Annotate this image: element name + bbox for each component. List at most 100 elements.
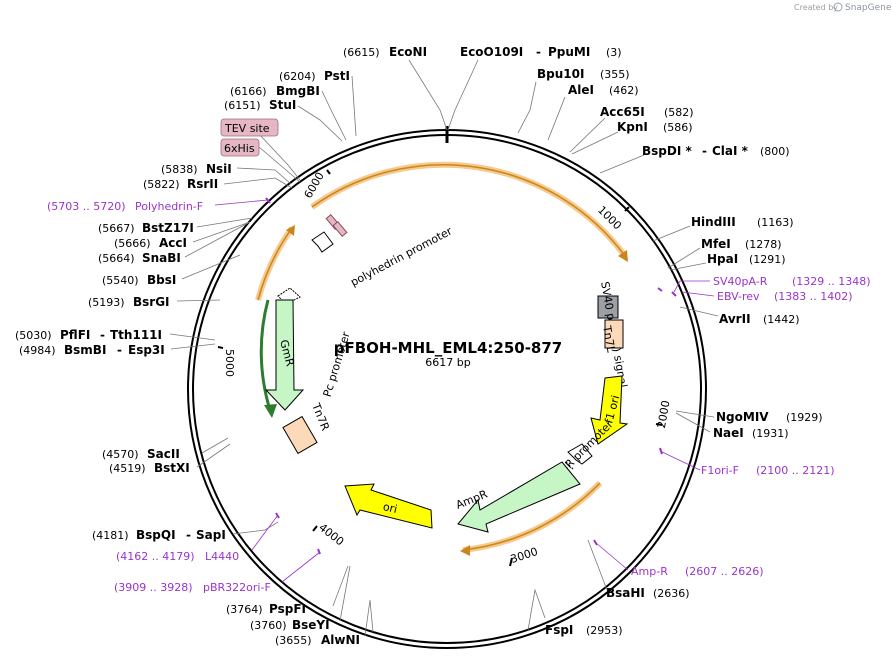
orf-arc-1-arrowhead: [618, 250, 628, 262]
site-sacii-pos: (4570): [102, 448, 139, 461]
site-bbsi-name: BbsI: [147, 273, 176, 287]
primer-polyhedrin-f-range: (5703 .. 5720): [47, 200, 126, 213]
site-hpai-pos: (1291): [749, 253, 786, 266]
ampr-marker-arrow: [457, 461, 581, 533]
connector-bstz17i: [196, 217, 253, 228]
site-bsrgi-name: BsrGI: [133, 295, 170, 309]
tick-mark-4000: [312, 525, 318, 532]
tick-mark-1000: [624, 206, 630, 212]
primer-mark-l4440: [275, 512, 280, 519]
site-bsmbi-pos: (4984): [19, 344, 56, 357]
connector-pbr322ori-f: [281, 551, 321, 583]
tag-labels: TEV site 6xHis: [220, 118, 279, 157]
connector-acc65i: [569, 117, 606, 153]
tn7r-box: [282, 415, 318, 455]
connector-bspqi: [232, 521, 279, 535]
tick-label-4000: 4000: [316, 521, 346, 548]
site-bspqi-sep: -: [186, 528, 191, 542]
connector-alei: [547, 96, 566, 141]
site-eco109-sep: -: [536, 45, 541, 59]
site-acci-name: AccI: [159, 236, 187, 250]
site-alei-name: AleI: [568, 83, 594, 97]
connector-hpai: [669, 262, 707, 271]
connector-eco109: [447, 59, 479, 131]
site-eco109-pos: (3): [606, 46, 622, 59]
tick-mark-5000: [217, 346, 224, 349]
connector-bspdi: [599, 154, 645, 174]
site-bstxi-pos: (4519): [109, 462, 146, 475]
site-hindiii-name: HindIII: [691, 215, 736, 229]
primer-l4440-name: L4440: [205, 550, 239, 563]
site-bbsi-pos: (5540): [102, 274, 139, 287]
connector-kpni: [571, 131, 619, 155]
his-tag-badge: [220, 138, 260, 157]
f1-ori-arrow: [590, 375, 629, 445]
feature-arcs: [255, 161, 628, 556]
tev-site-badge: [220, 118, 279, 137]
connector-rsrii: [223, 177, 293, 189]
site-econi-pos: (6615): [343, 46, 380, 59]
tick-label-5000: 5000: [223, 349, 236, 377]
primer-sv40pa-r-name: SV40pA-R: [713, 275, 768, 288]
connector-bbsi: [181, 254, 241, 280]
primer-ebv-rev-name: EBV-rev: [717, 290, 760, 303]
site-avrii-name: AvrII: [719, 312, 751, 326]
site-mfei-pos: (1278): [745, 238, 782, 251]
primer-labels: (5703 .. 5720) Polyhedrin-F SV40pA-R (13…: [47, 200, 871, 594]
tick-mark-2000: [655, 423, 663, 426]
site-pflfi-pos: (5030): [15, 329, 52, 342]
primer-polyhedrin-f-name: Polyhedrin-F: [135, 200, 203, 213]
site-naei-pos: (1931): [752, 427, 789, 440]
primer-f1ori-f-name: F1ori-F: [701, 464, 739, 477]
connector-stui: [297, 105, 343, 142]
connector-l4440: [251, 514, 279, 551]
connector-naei: [675, 412, 711, 433]
his-tag-mark: [332, 221, 348, 237]
site-ngomiv-pos: (1929): [786, 411, 823, 424]
site-bspqi-name: BspQI: [136, 528, 176, 542]
primer-sv40pa-r-range: (1329 .. 1348): [792, 275, 871, 288]
site-kpni-name: KpnI: [617, 120, 648, 134]
site-pflfi-name2: Tth111I: [110, 328, 162, 342]
tick-label-3000: 3000: [509, 545, 540, 566]
site-alei-pos: (462): [609, 84, 639, 97]
primer-mark-pbr322ori-f: [317, 548, 321, 555]
primer-mark-polyhedrin-f: [265, 197, 271, 204]
tev-site-label: TEV site: [224, 122, 270, 135]
ori-arrow: [344, 483, 433, 529]
site-bspdi-sep: -: [702, 144, 707, 158]
site-pflfi-name: PflFI: [60, 328, 90, 342]
site-avrii-pos: (1442): [763, 313, 800, 326]
site-bspdi-pos: (800): [760, 145, 790, 158]
tick-mark-6000: [326, 169, 331, 175]
connector-bsmbi: [170, 343, 216, 350]
credit-brand: SnapGene: [845, 3, 892, 13]
site-bsmbi-name: BsmBI: [64, 343, 106, 357]
site-nsii-name: NsiI: [206, 162, 232, 176]
site-acci-pos: (5666): [114, 237, 151, 250]
his-tag-label: 6xHis: [224, 142, 255, 155]
ori-label: ori: [382, 500, 399, 516]
connector-polyhedrin-f: [214, 199, 269, 206]
connector-acci: [192, 221, 251, 243]
site-kpni-pos: (586): [663, 121, 693, 134]
connector-pspfi: [332, 565, 349, 607]
site-bsahi-name: BsaHI: [606, 586, 645, 600]
connector-fspi: [527, 588, 546, 631]
connector-alwni: [364, 599, 374, 637]
site-connectors: [169, 59, 719, 637]
connector-bstxi: [196, 443, 231, 468]
site-bstz17i-pos: (5667): [98, 222, 135, 235]
site-rsrii-name: RsrII: [187, 177, 218, 191]
gmr-marker-arrow: [264, 299, 305, 411]
connector-econi: [408, 59, 448, 131]
site-alwni-name: AlwNI: [321, 633, 360, 647]
site-psti-name: PstI: [324, 69, 350, 83]
ampr-junction-line: [565, 461, 575, 471]
orf-arc-1-line: [311, 164, 626, 257]
site-bspdi-name2: ClaI *: [712, 144, 749, 158]
connector-bseyi: [339, 565, 351, 622]
gmr-arc: [259, 299, 272, 411]
orf-arc-2-line: [462, 482, 601, 551]
